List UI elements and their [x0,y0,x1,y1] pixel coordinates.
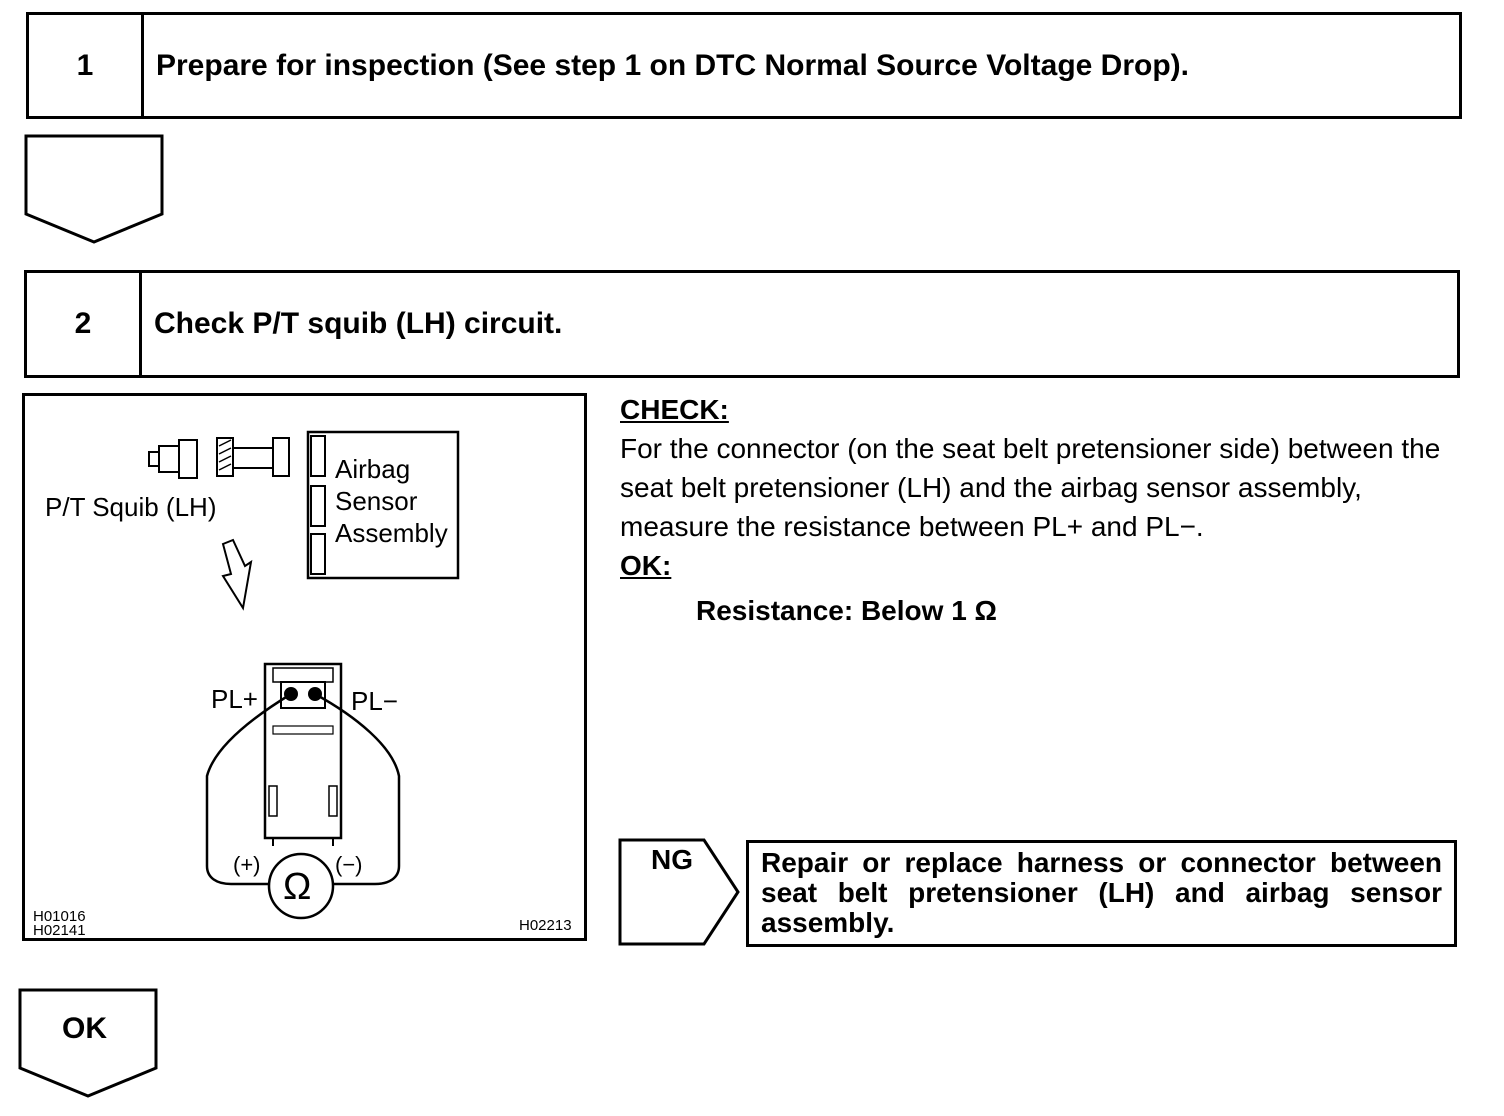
meter-minus-label: (−) [335,852,363,877]
meter-plus-label: (+) [233,852,261,877]
connector-diagram [148,430,460,920]
step-2-number: 2 [27,273,142,375]
step-1-number: 1 [29,15,144,116]
squib-label: P/T Squib (LH) [45,492,217,522]
ng-arrow [618,838,740,946]
figure-code-right: H02213 [519,917,572,934]
step-1-box: 1 Prepare for inspection (See step 1 on … [26,12,1462,119]
step-2-title: Check P/T squib (LH) circuit. [154,307,563,340]
resistance-spec: Resistance: Below 1 Ω [696,595,997,626]
pl-minus-label: PL− [351,686,398,716]
step-2-box: 2 Check P/T squib (LH) circuit. [24,270,1460,378]
sensor-label-line-2: Sensor [335,486,418,516]
inspection-illustration: P/T Squib (LH) Airbag Sensor Assembly PL… [22,393,587,941]
flow-down-arrow [24,134,164,244]
sensor-label-line-1: Airbag [335,454,411,484]
figure-code-left-1: H01016 [33,908,86,925]
pl-plus-label: PL+ [211,684,258,714]
ng-action-box: Repair or replace harness or connector b… [746,840,1457,947]
check-heading: CHECK: [620,394,729,425]
ng-label: NG [651,844,693,875]
figure-code-left-2: H02141 [33,922,86,939]
ok-heading: OK: [620,550,672,581]
step-1-title: Prepare for inspection (See step 1 on DT… [156,48,1189,82]
ohm-icon: Ω [283,866,312,908]
ok-label: OK [62,1012,107,1045]
sensor-label-line-3: Assembly [335,518,448,548]
ok-down-arrow [18,988,158,1098]
check-body: For the connector (on the seat belt pret… [620,433,1441,542]
check-section: CHECK: For the connector (on the seat be… [620,390,1465,630]
